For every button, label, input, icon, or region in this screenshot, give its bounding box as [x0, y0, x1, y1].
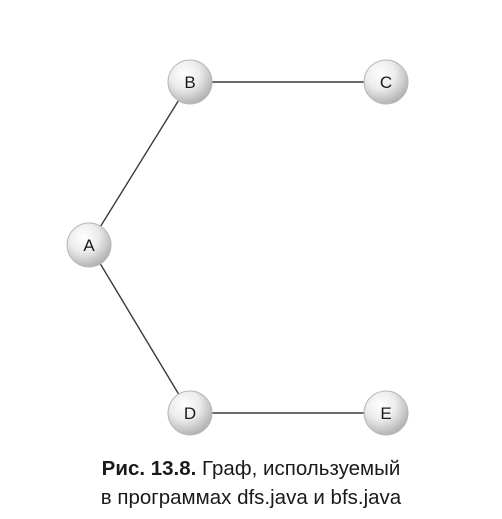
- node-circle: [363, 390, 409, 436]
- node-label: A: [83, 236, 95, 255]
- caption-text-1: Граф, используемый: [202, 457, 401, 480]
- node-c: C: [363, 59, 409, 105]
- figure-caption: Рис. 13.8. Граф, используемый в программ…: [0, 454, 502, 512]
- node-e: E: [363, 390, 409, 436]
- node-circle: [66, 222, 112, 268]
- nodes-layer: A B C D E: [66, 59, 409, 436]
- node-label: C: [380, 73, 392, 92]
- node-circle: [363, 59, 409, 105]
- node-label: E: [380, 404, 391, 423]
- edge-a-d: [88, 244, 191, 414]
- node-circle: [167, 390, 213, 436]
- edge-a-b: [88, 81, 191, 246]
- caption-line-1: Рис. 13.8. Граф, используемый: [0, 454, 502, 483]
- node-b: B: [167, 59, 213, 105]
- node-label: B: [184, 73, 195, 92]
- node-circle: [167, 59, 213, 105]
- edges-layer: [88, 81, 386, 414]
- caption-line-2: в программах dfs.java и bfs.java: [100, 486, 402, 509]
- node-label: D: [184, 404, 196, 423]
- node-d: D: [167, 390, 213, 436]
- caption-prefix: Рис. 13.8.: [101, 457, 197, 480]
- node-a: A: [66, 222, 112, 268]
